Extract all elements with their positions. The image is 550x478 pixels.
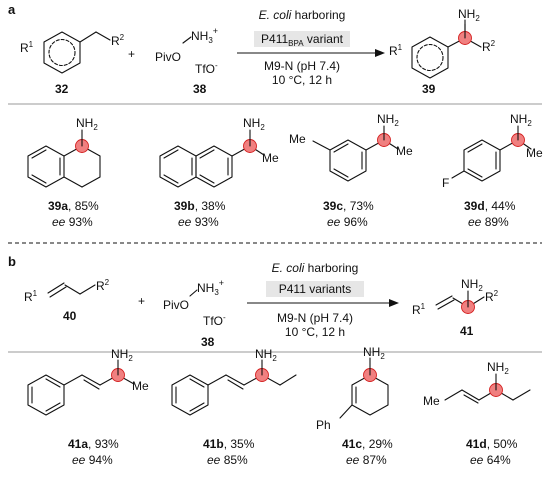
p41c-ph: Ph xyxy=(316,418,331,432)
reagent-38-pivo: PivO xyxy=(155,50,181,64)
p41b-nh2: NH2 xyxy=(255,347,277,363)
condition-b-line1: E. coli harboring xyxy=(272,261,359,275)
reaction-arrowhead-a xyxy=(375,49,385,57)
p39c-ee: ee 96% xyxy=(327,215,368,229)
panel-a-plus: + xyxy=(128,47,135,61)
condition-b-line2: P411 variants xyxy=(279,282,352,296)
p39d-ee: ee 89% xyxy=(468,215,509,229)
substrate-32-r1: R1 xyxy=(20,40,34,55)
p41a-nh2: NH2 xyxy=(111,347,133,363)
p39d-f: F xyxy=(442,176,449,190)
reagent-38b-structure xyxy=(189,289,198,297)
compound-32-label: 32 xyxy=(55,82,69,96)
p39a-nh2: NH2 xyxy=(76,116,98,132)
substrate-32-r2: R2 xyxy=(111,33,125,48)
p41d-yield: 41d, 50% xyxy=(466,437,518,451)
condition-a-line1: E. coli harboring xyxy=(259,8,346,22)
p41d-ee: ee 64% xyxy=(470,453,511,467)
p39b-nh2: NH2 xyxy=(243,116,265,132)
product-39d-structure xyxy=(451,125,532,182)
product-39-structure xyxy=(411,19,482,79)
p39c-yield: 39c, 73% xyxy=(323,199,374,213)
p39d-yield: 39d, 44% xyxy=(464,199,516,213)
reagent-38-structure xyxy=(182,36,192,44)
p39a-yield: 39a, 85% xyxy=(48,199,99,213)
p41a-yield: 41a, 93% xyxy=(68,437,119,451)
p39b-yield: 39b, 38% xyxy=(174,199,226,213)
product-41b-structure xyxy=(171,359,297,416)
reagent-38-tfo: TfO- xyxy=(195,61,218,76)
p41d-nh2: NH2 xyxy=(487,360,509,376)
product-41-r1: R1 xyxy=(412,302,426,317)
p39c-nh2: NH2 xyxy=(377,112,399,128)
product-39b-structure xyxy=(159,129,265,188)
reaction-arrowhead-b xyxy=(389,299,399,307)
condition-b-line3: M9-N (pH 7.4) xyxy=(277,311,353,325)
compound-38-label-a: 38 xyxy=(193,82,207,96)
product-41-structure xyxy=(435,290,485,314)
product-41d-structure xyxy=(444,373,531,404)
p39d-me: Me xyxy=(526,146,543,160)
p39d-nh2: NH2 xyxy=(510,112,532,128)
p39b-me: Me xyxy=(262,151,279,165)
panel-a-label: a xyxy=(8,2,16,17)
product-41-r2: R2 xyxy=(485,289,499,304)
p39c-me-ring: Me xyxy=(289,132,306,146)
condition-a-line2: P411BPA variant xyxy=(261,32,344,48)
reagent-38b-pivo: PivO xyxy=(163,298,189,312)
product-41c-structure xyxy=(339,357,389,419)
substrate-32-structure xyxy=(43,31,111,74)
substrate-40-r1: R1 xyxy=(24,289,38,304)
product-39-nh2: NH2 xyxy=(458,7,480,23)
product-39-r1: R1 xyxy=(389,43,403,58)
p41a-ee: ee 94% xyxy=(72,453,113,467)
condition-box-a xyxy=(254,31,350,47)
substrate-40-r2: R2 xyxy=(96,278,110,293)
p39b-ee: ee 93% xyxy=(178,215,219,229)
reagent-38b-nh3: NH3+ xyxy=(197,278,224,297)
compound-41-label: 41 xyxy=(460,324,474,338)
reagent-38-nh3: NH3+ xyxy=(191,26,218,45)
product-41a-structure xyxy=(27,359,135,416)
p41d-me: Me xyxy=(423,394,440,408)
p39a-ee: ee 93% xyxy=(52,215,93,229)
condition-box-b xyxy=(266,281,364,297)
condition-a-line4: 10 °C, 12 h xyxy=(272,73,332,87)
compound-39-label: 39 xyxy=(422,82,436,96)
reagent-38b-tfo: TfO- xyxy=(203,313,226,328)
product-39c-structure xyxy=(312,125,399,182)
compound-38-label-b: 38 xyxy=(201,335,215,349)
p41c-ee: ee 87% xyxy=(346,453,387,467)
panel-b-label: b xyxy=(8,254,16,269)
product-39a-structure xyxy=(27,129,101,188)
substrate-40-structure xyxy=(47,282,96,298)
p41c-nh2: NH2 xyxy=(363,345,385,361)
product-41-nh2: NH2 xyxy=(461,277,483,293)
p39c-me: Me xyxy=(396,144,413,158)
panel-b-plus: + xyxy=(138,294,145,308)
condition-b-line4: 10 °C, 12 h xyxy=(285,325,345,339)
p41a-me: Me xyxy=(132,379,149,393)
product-39-r2: R2 xyxy=(482,39,496,54)
condition-a-line3: M9-N (pH 7.4) xyxy=(264,59,340,73)
compound-40-label: 40 xyxy=(63,309,77,323)
p41c-yield: 41c, 29% xyxy=(342,437,393,451)
p41b-yield: 41b, 35% xyxy=(203,437,255,451)
p41b-ee: ee 85% xyxy=(207,453,248,467)
